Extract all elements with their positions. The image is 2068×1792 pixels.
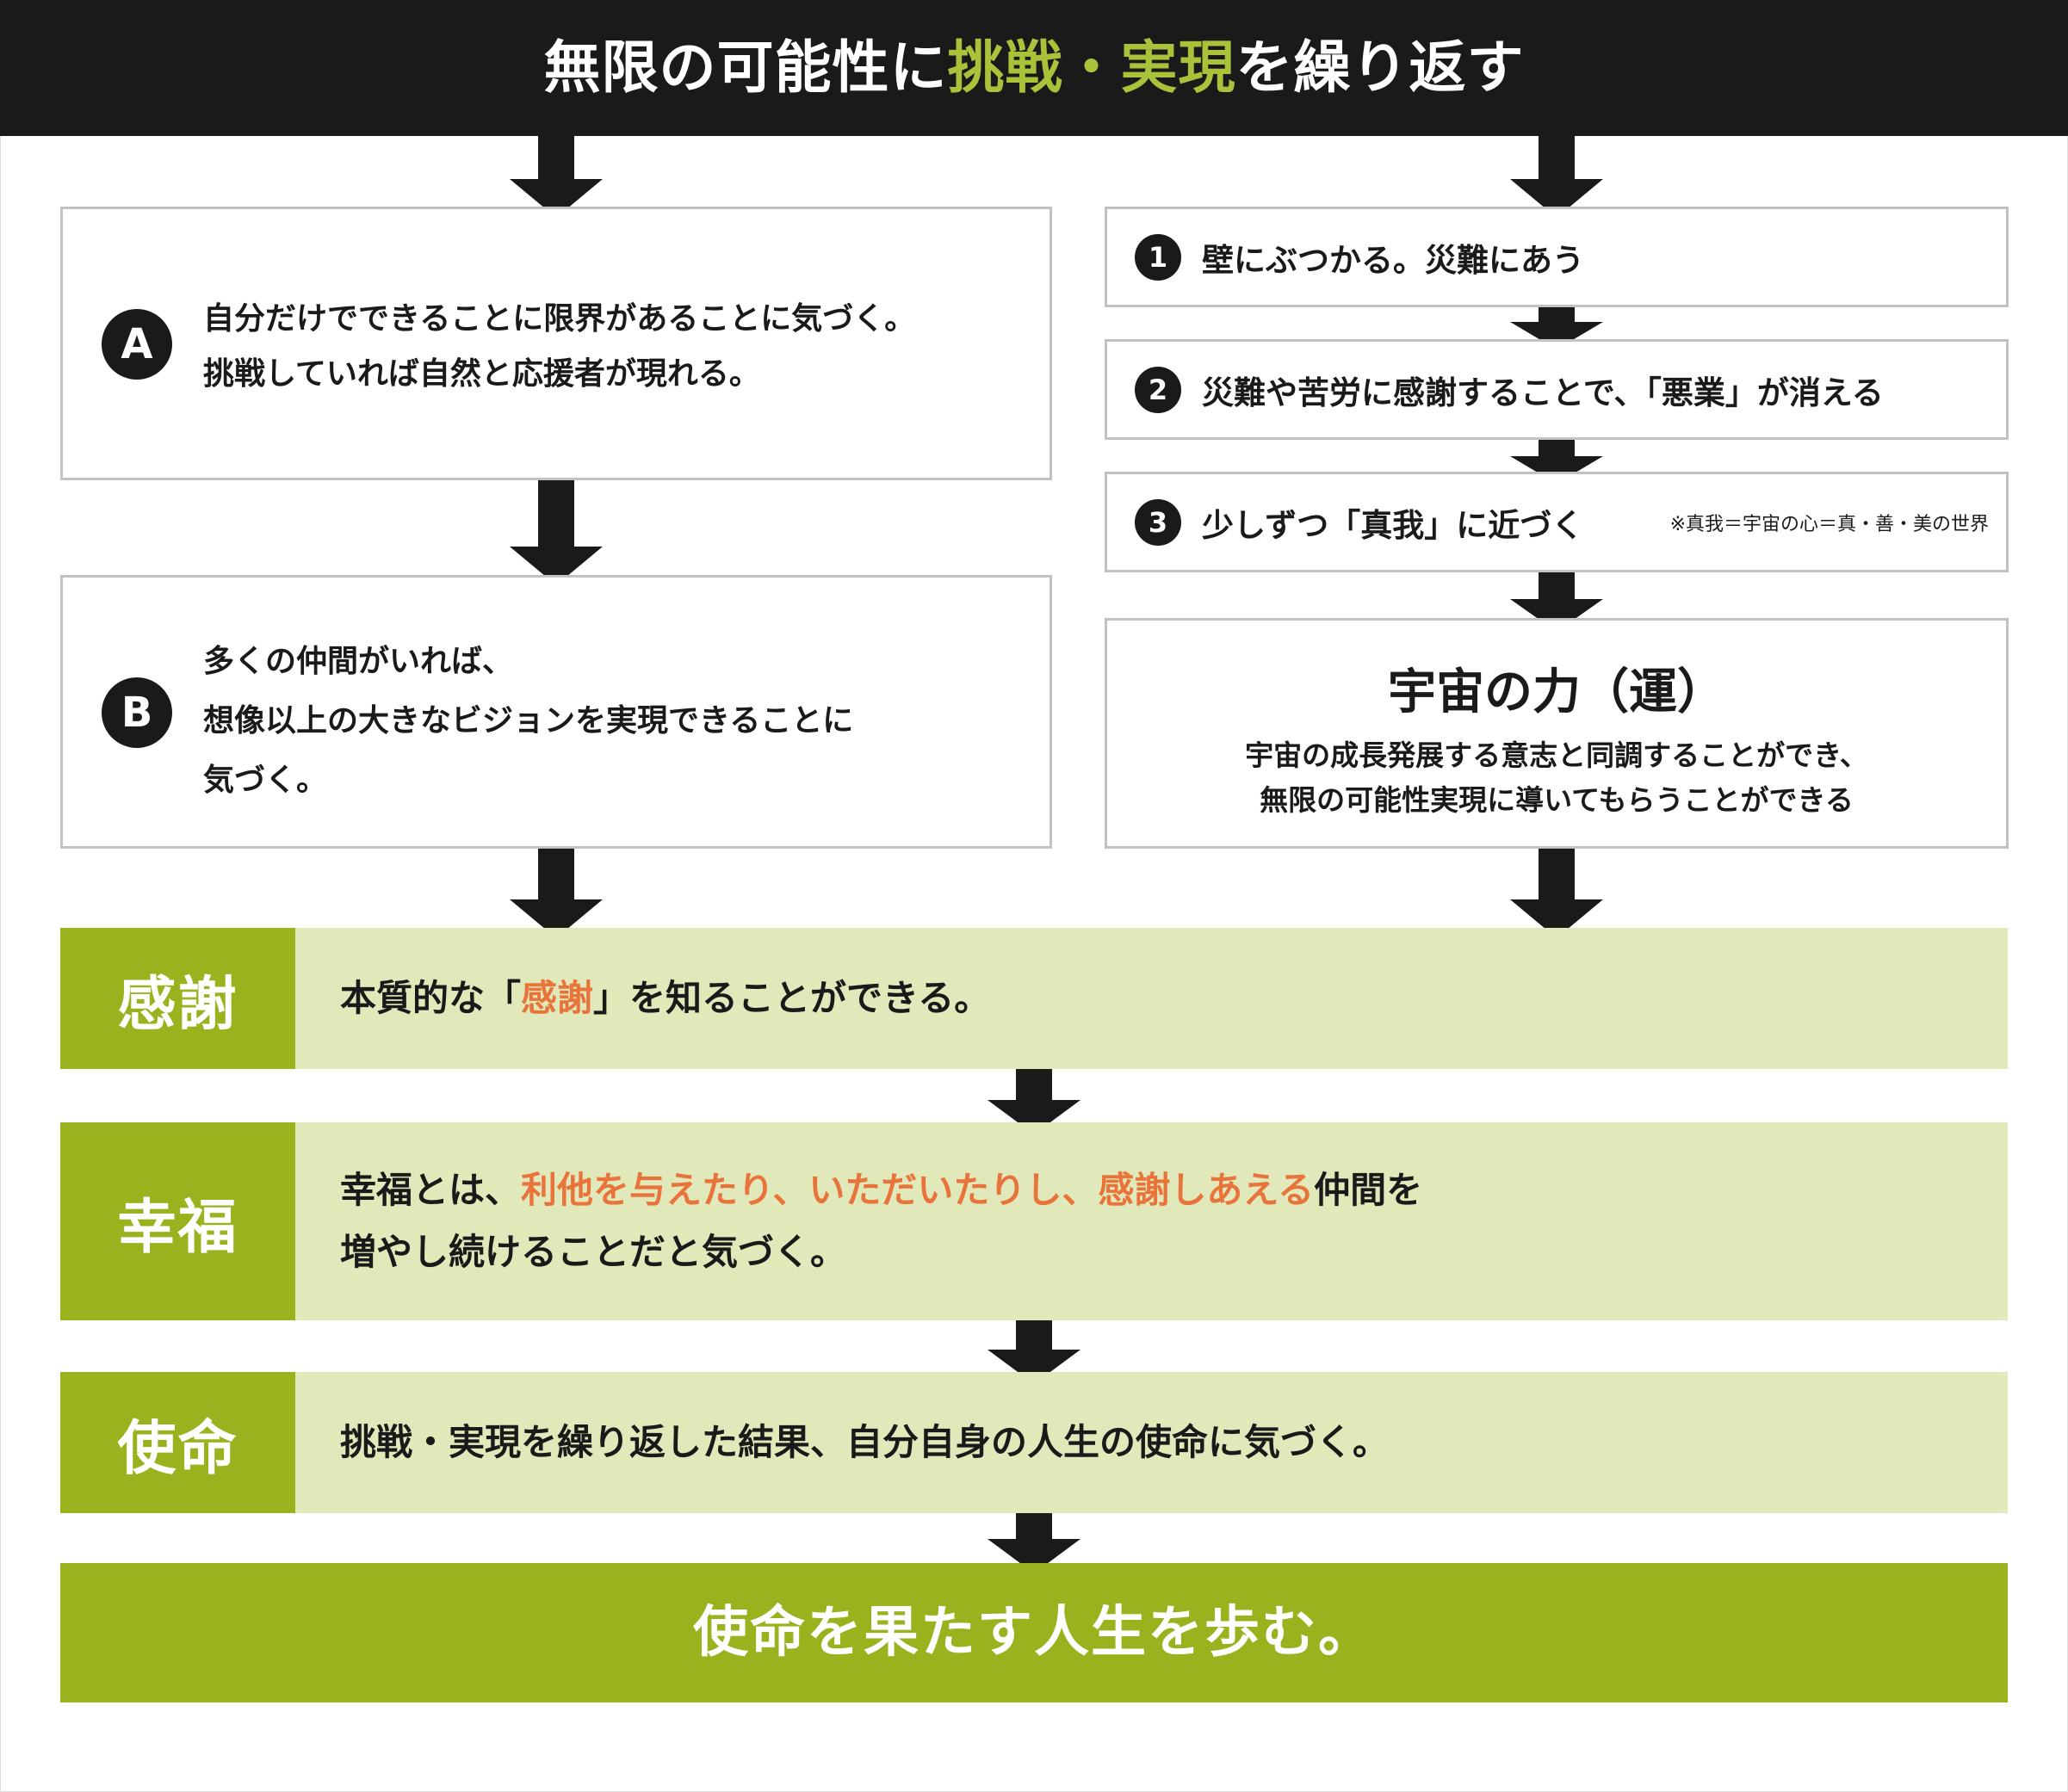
happiness-line1: 幸福とは、利他を与えたり、いただいたりし、感謝しあえる仲間を (340, 1159, 1422, 1221)
happiness-band: 幸福 幸福とは、利他を与えたり、いただいたりし、感謝しあえる仲間を 増やし続ける… (60, 1122, 2008, 1320)
step-number-2: 2 (1135, 367, 1181, 413)
arrow-down-icon (510, 136, 603, 218)
happiness-text-highlight: 利他を与えたり、いただいたりし、感謝しあえる (521, 1169, 1315, 1211)
happiness-line2: 増やし続けることだと気づく。 (340, 1231, 847, 1273)
title-part2: を繰り返す (1235, 34, 1525, 101)
cosmic-power-line2: 無限の可能性実現に導いてもらうことができる (1260, 783, 1854, 817)
badge-b: B (102, 677, 172, 748)
page-title: 無限の可能性に挑戦・実現を繰り返す (0, 0, 2068, 136)
happiness-label: 幸福 (60, 1122, 295, 1320)
step-number-1: 1 (1135, 234, 1181, 281)
mission-line: 挑戦・実現を繰り返した結果、自分自身の人生の使命に気づく。 (340, 1421, 1390, 1463)
box-b: B 多くの仲間がいれば、 想像以上の大きなビジョンを実現できることに 気づく。 (60, 575, 1052, 849)
arrow-down-icon (988, 1307, 1080, 1384)
gratitude-text-highlight: 感謝 (521, 977, 594, 1019)
box-b-line3: 気づく。 (203, 763, 328, 798)
arrow-down-icon (988, 1496, 1080, 1573)
cosmic-power-title: 宇宙の力（運） (1388, 664, 1725, 720)
cosmic-power-box: 宇宙の力（運） 宇宙の成長発展する意志と同調することができ、 無限の可能性実現に… (1105, 618, 2009, 849)
gratitude-text: 本質的な「感謝」を知ることができる。 (340, 928, 990, 1069)
arrow-down-icon (1510, 439, 1603, 484)
cosmic-power-line1: 宇宙の成長発展する意志と同調することができ、 (1245, 738, 1868, 772)
gratitude-label: 感謝 (60, 928, 295, 1069)
mission-label: 使命 (60, 1372, 295, 1513)
step-box-3: 3 少しずつ「真我」に近づく ※真我＝宇宙の心＝真・善・美の世界 (1105, 472, 2009, 572)
step-text-1: 壁にぶつかる。災難にあう (1202, 241, 1584, 279)
step-note: ※真我＝宇宙の心＝真・善・美の世界 (1669, 513, 1989, 535)
step-box-1: 1 壁にぶつかる。災難にあう (1105, 207, 2009, 307)
final-band: 使命を果たす人生を歩む。 (60, 1563, 2008, 1702)
step-number-3: 3 (1135, 499, 1181, 546)
arrow-down-icon (1510, 306, 1603, 349)
mission-text: 挑戦・実現を繰り返した結果、自分自身の人生の使命に気づく。 (340, 1372, 1389, 1513)
step-box-2: 2 災難や苦労に感謝することで、「悪業」が消える (1105, 339, 2009, 440)
happiness-text: 幸福とは、利他を与えたり、いただいたりし、感謝しあえる仲間を 増やし続けることだ… (340, 1122, 1422, 1320)
arrow-down-icon (1510, 572, 1603, 632)
arrow-down-icon (510, 833, 603, 938)
gratitude-band: 感謝 本質的な「感謝」を知ることができる。 (60, 928, 2008, 1069)
box-a-line2: 挑戦していれば自然と応援者が現れる。 (203, 356, 760, 392)
gratitude-text-post: 」を知ることができる。 (593, 977, 991, 1019)
gratitude-text-pre: 本質的な「 (340, 977, 522, 1019)
title-highlight: 挑戦・実現 (947, 34, 1236, 101)
arrow-down-icon (1510, 833, 1603, 938)
arrow-down-icon (1510, 136, 1603, 218)
arrow-down-icon (510, 456, 603, 585)
gratitude-line: 本質的な「感謝」を知ることができる。 (340, 967, 990, 1029)
box-b-line2: 想像以上の大きなビジョンを実現できることに (203, 703, 854, 738)
badge-a: A (102, 309, 172, 380)
step-text-2: 災難や苦労に感謝することで、「悪業」が消える (1202, 374, 1884, 411)
mission-band: 使命 挑戦・実現を繰り返した結果、自分自身の人生の使命に気づく。 (60, 1372, 2008, 1513)
box-a: A 自分だけでできることに限界があることに気づく。 挑戦していれば自然と応援者が… (60, 207, 1052, 480)
title-part1: 無限の可能性に (543, 34, 948, 101)
step-text-3: 少しずつ「真我」に近づく (1202, 506, 1584, 544)
arrow-down-icon (988, 1057, 1080, 1134)
happiness-text-pre: 幸福とは、 (340, 1169, 522, 1211)
box-a-line1: 自分だけでできることに限界があることに気づく。 (203, 301, 916, 337)
box-b-line1: 多くの仲間がいれば、 (203, 644, 514, 679)
happiness-text-post: 仲間を (1314, 1169, 1423, 1211)
